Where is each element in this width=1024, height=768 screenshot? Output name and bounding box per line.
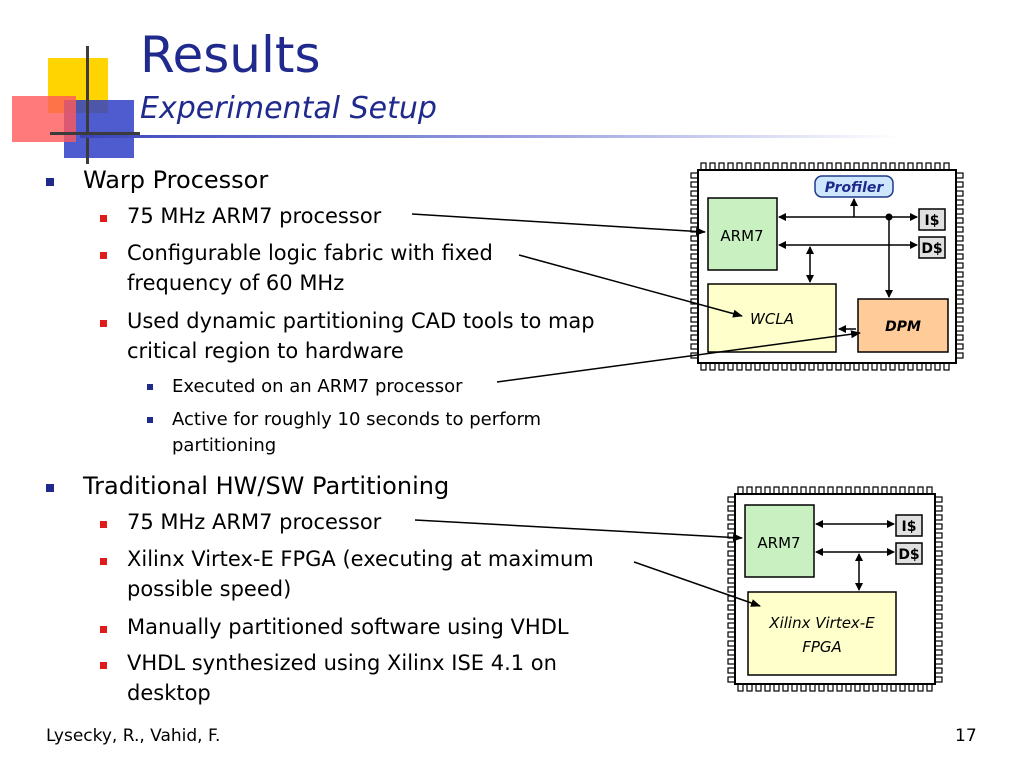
warp-icache-label: I$ (925, 213, 940, 229)
dpm-box (857, 298, 949, 353)
warp-icache-box (918, 208, 946, 231)
profiler-box (814, 175, 894, 198)
bullet-dynamic-partitioning: Used dynamic partitioning CAD tools to m… (127, 309, 595, 333)
bullet-marker (147, 384, 153, 390)
page-number: 17 (955, 726, 977, 746)
warp-arm7-box (707, 197, 778, 271)
bullet-trad-arm7: 75 MHz ARM7 processor (127, 510, 382, 534)
traditional-chip: ARM7 I$ D$ Xilinx Virtex-E FPGA (727, 486, 943, 692)
trad-arm7-box (744, 504, 815, 578)
bullet-logic-fabric: Configurable logic fabric with fixed (127, 241, 493, 265)
wcla-label: WCLA (750, 310, 794, 328)
bullet-vhdl-synth: VHDL synthesized using Xilinx ISE 4.1 on (127, 651, 557, 675)
callout-arrow-trad-arm7 (414, 519, 743, 542)
trad-dcache-label: D$ (898, 547, 919, 563)
corner-decoration (0, 40, 140, 164)
bullet-xilinx-fpga: Xilinx Virtex-E FPGA (executing at maxim… (127, 547, 594, 571)
bullet-marker (147, 417, 153, 423)
trad-icache-label: I$ (902, 519, 917, 535)
bullet-dynamic-partitioning-cont: critical region to hardware (127, 339, 404, 363)
bullet-marker (100, 521, 107, 528)
title-rule (80, 135, 900, 138)
wcla-box (707, 283, 837, 353)
bullet-marker (100, 558, 107, 565)
bullet-manual-vhdl: Manually partitioned software using VHDL (127, 615, 569, 639)
warp-arm7-label: ARM7 (720, 227, 763, 245)
warp-dcache-box (918, 236, 946, 259)
callout-arrow-dpm (496, 330, 861, 383)
bullet-warp-processor: Warp Processor (83, 166, 269, 194)
footer-authors: Lysecky, R., Vahid, F. (46, 726, 221, 746)
bullet-marker (46, 178, 54, 186)
profiler-label: Profiler (825, 180, 885, 196)
callout-arrow-wcla (518, 254, 743, 318)
slide-title: Results (140, 26, 321, 84)
trad-icache-box (895, 514, 923, 537)
bullet-active-10s-cont: partitioning (172, 435, 277, 456)
bullet-xilinx-fpga-cont: possible speed) (127, 577, 292, 601)
bullet-traditional: Traditional HW/SW Partitioning (83, 472, 450, 500)
bullet-marker (100, 215, 107, 222)
callout-arrow-fpga (633, 561, 761, 607)
fpga-box (747, 591, 897, 676)
dpm-label: DPM (885, 319, 921, 335)
bullet-vhdl-synth-cont: desktop (127, 681, 211, 705)
bullet-marker (100, 320, 107, 327)
slide-subtitle: Experimental Setup (140, 91, 437, 126)
bullet-marker (100, 662, 107, 669)
trad-arm7-label: ARM7 (757, 534, 800, 552)
bullet-marker (46, 484, 54, 492)
trad-dcache-box (895, 542, 923, 565)
bullet-warp-arm7: 75 MHz ARM7 processor (127, 204, 382, 228)
bullet-marker (100, 626, 107, 633)
fpga-label-line2: FPGA (802, 638, 842, 656)
bullet-active-10s: Active for roughly 10 seconds to perform (172, 409, 542, 430)
bullet-marker (100, 252, 107, 259)
warp-dcache-label: D$ (921, 241, 942, 257)
bullet-logic-fabric-cont: frequency of 60 MHz (127, 271, 345, 295)
callout-arrow-arm7 (411, 213, 706, 236)
fpga-label-line1: Xilinx Virtex-E (768, 614, 875, 632)
bullet-executed-arm7: Executed on an ARM7 processor (172, 376, 463, 397)
warp-chip: ARM7 Profiler I$ D$ WCLA DPM (690, 162, 964, 371)
